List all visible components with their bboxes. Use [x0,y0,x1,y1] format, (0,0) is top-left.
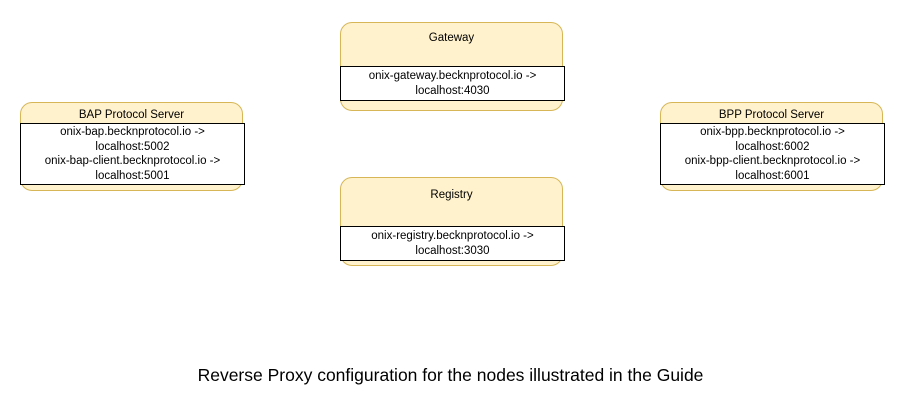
node-bap-proxy-line: localhost:5001 [95,169,170,182]
node-bpp-proxy-line: onix-bpp-client.becknprotocol.io -> [684,155,861,167]
node-registry-proxy-panel: onix-registry.becknprotocol.io -> localh… [340,226,565,261]
node-bpp-proxy-panel: onix-bpp.becknprotocol.io -> localhost:6… [660,123,885,185]
node-bap-proxy-line: localhost:5002 [95,140,170,153]
node-bap-proxy-line: onix-bap-client.becknprotocol.io -> [44,155,221,167]
node-bap-proxy-panel: onix-bap.becknprotocol.io -> localhost:5… [20,123,245,185]
node-gateway-proxy-line: onix-gateway.becknprotocol.io -> [368,70,537,82]
node-gateway-proxy-panel: onix-gateway.becknprotocol.io -> localho… [340,66,565,101]
node-bpp-proxy-line: localhost:6001 [735,169,810,182]
node-registry[interactable]: Registry onix-registry.becknprotocol.io … [340,177,565,266]
node-gateway-title: Gateway [428,32,475,44]
node-registry-proxy-line: localhost:3030 [415,244,490,257]
node-bap-title: BAP Protocol Server [78,109,185,121]
node-registry-proxy-line: onix-registry.becknprotocol.io -> [371,230,534,242]
node-bap-proxy-line: onix-bap.becknprotocol.io -> [60,126,205,138]
diagram-caption: Reverse Proxy configuration for the node… [197,365,704,385]
node-gateway-proxy-line: localhost:4030 [415,84,490,97]
node-bpp-proxy-line: onix-bpp.becknprotocol.io -> [700,126,845,138]
node-bap-protocol-server[interactable]: BAP Protocol Server onix-bap.becknprotoc… [20,102,245,191]
node-gateway[interactable]: Gateway onix-gateway.becknprotocol.io ->… [340,22,565,111]
node-bpp-proxy-line: localhost:6002 [735,140,810,153]
node-registry-title: Registry [430,189,473,201]
node-bpp-protocol-server[interactable]: BPP Protocol Server onix-bpp.becknprotoc… [660,102,885,191]
node-bpp-title: BPP Protocol Server [718,109,825,121]
